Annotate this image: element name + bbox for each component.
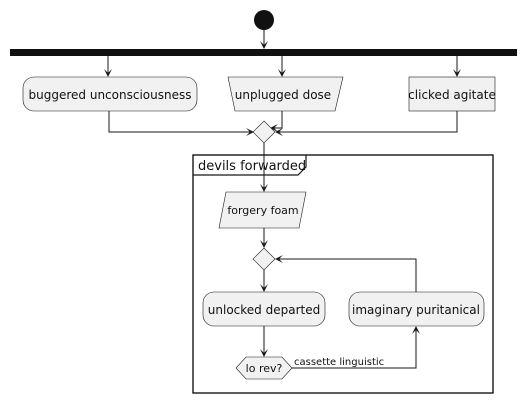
activity-imaginary-puritanical: imaginary puritanical <box>348 291 485 327</box>
arrowhead <box>275 128 283 136</box>
activity-label: unplugged dose <box>235 88 331 102</box>
edge-decision-a6 <box>292 328 417 369</box>
activity-label: clicked agitate <box>408 88 496 102</box>
arrowhead <box>104 69 112 77</box>
loop-merge-diamond <box>252 247 276 271</box>
activity-clicked-agitate: clicked agitate <box>408 76 496 112</box>
activity-forgery-foam: forgery foam <box>218 191 307 229</box>
activity-unlocked-departed: unlocked departed <box>202 291 326 327</box>
arrowhead <box>260 284 268 292</box>
edge-a3-merge <box>277 111 458 133</box>
arrowhead <box>278 69 286 77</box>
arrowhead <box>260 349 268 357</box>
activity-label: unlocked departed <box>208 303 320 317</box>
fork-bar <box>10 49 517 56</box>
arrowhead <box>412 326 420 334</box>
arrowhead <box>453 69 461 77</box>
decision-label: lo rev? <box>246 362 283 375</box>
arrowhead <box>270 124 278 132</box>
edge-a6-loop <box>277 258 417 292</box>
edge-a1-merge <box>108 111 252 133</box>
activity-label: imaginary puritanical <box>352 303 480 317</box>
activity-label: buggered unconsciousness <box>29 88 192 102</box>
arrowhead <box>246 128 254 136</box>
decision-lo-rev: lo rev? <box>235 356 293 380</box>
arrowhead <box>260 240 268 248</box>
arrowhead <box>260 184 268 192</box>
activity-label: forgery foam <box>227 204 298 217</box>
activity-unplugged-dose: unplugged dose <box>227 76 344 112</box>
arrowhead <box>260 41 268 49</box>
merge-diamond <box>252 120 276 144</box>
group-devils-forwarded: devils forwarded <box>192 154 494 394</box>
arrowhead <box>275 255 283 263</box>
activity-buggered-unconsciousness: buggered unconsciousness <box>22 76 198 112</box>
edge-label-loop: cassette linguistic <box>294 357 384 368</box>
group-title: devils forwarded <box>198 159 306 174</box>
edge-a2-merge <box>272 111 283 129</box>
start-node <box>254 10 274 30</box>
